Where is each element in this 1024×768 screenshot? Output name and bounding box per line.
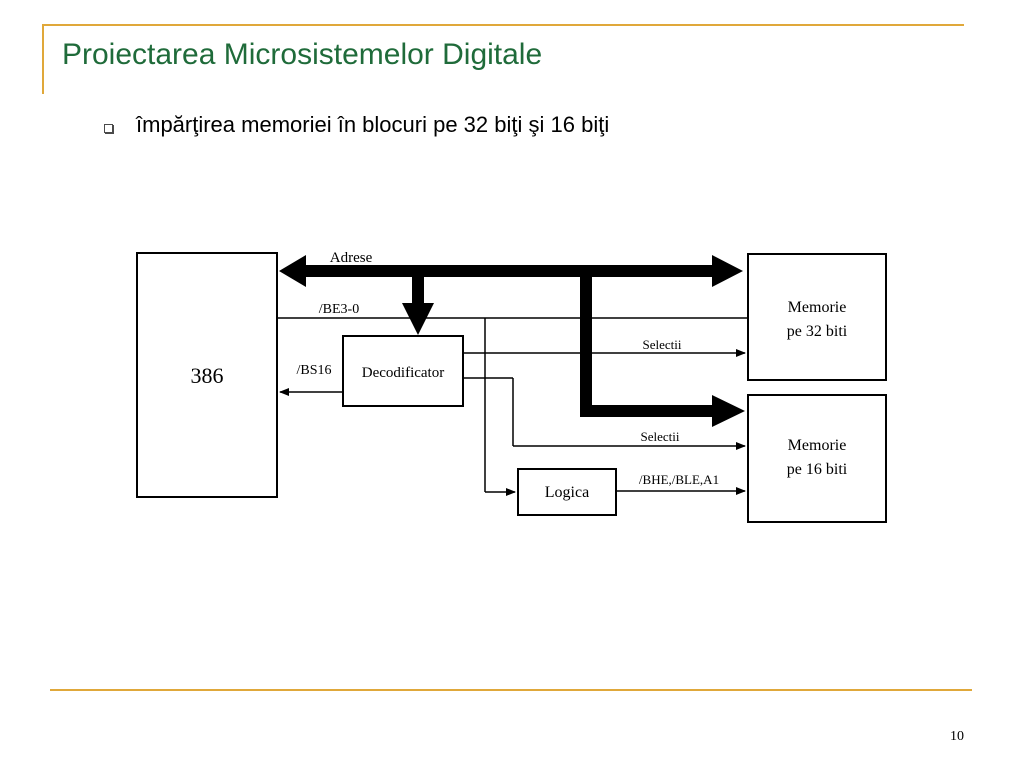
- cpu-386-label: 386: [191, 363, 224, 388]
- select32-label: Selectii: [643, 337, 682, 352]
- memory-32-block: [747, 253, 887, 381]
- address-bus: [279, 255, 745, 427]
- cpu-386-block: [136, 252, 278, 498]
- memory-32-label-line2: pe 32 biti: [787, 323, 848, 340]
- footer-line: [50, 689, 972, 691]
- title-frame-left-line: [42, 24, 44, 94]
- decoder-label: Decodificator: [362, 365, 444, 381]
- logic-out-label: /BHE,/BLE,A1: [639, 472, 719, 487]
- slide-title: Proiectarea Microsistemelor Digitale: [62, 38, 543, 71]
- bs16-signal-label: /BS16: [296, 363, 331, 378]
- memory-16-block: [747, 394, 887, 523]
- bullet-text: împărţirea memoriei în blocuri pe 32 biţ…: [136, 112, 610, 137]
- logic-label: Logica: [545, 484, 589, 501]
- address-bus-label: Adrese: [330, 250, 373, 266]
- be-signal-label: /BE3-0: [319, 302, 359, 317]
- square-bullet-icon: [104, 124, 113, 133]
- memory-16-label-line1: Memorie: [788, 437, 847, 454]
- be-signal-line: [277, 317, 748, 496]
- logic-block: [517, 468, 617, 516]
- decoder-block: [342, 335, 464, 407]
- select16-label: Selectii: [641, 429, 680, 444]
- memory-32-label-line1: Memorie: [788, 299, 847, 316]
- page-number: 10: [950, 729, 964, 744]
- memory-16-label-line2: pe 16 biti: [787, 461, 848, 478]
- select16-line: [463, 377, 746, 450]
- title-frame-top-line: [42, 24, 964, 26]
